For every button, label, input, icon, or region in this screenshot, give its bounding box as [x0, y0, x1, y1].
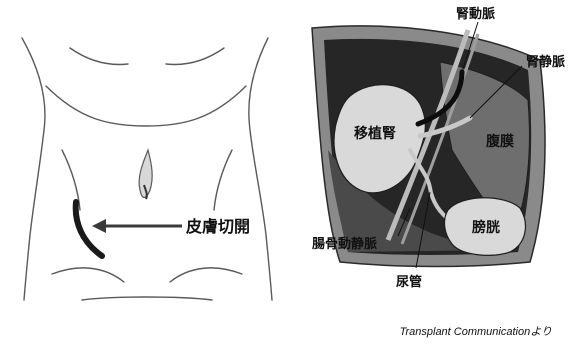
ureter-label: 尿管 — [396, 274, 422, 290]
groin-line-left — [52, 268, 124, 282]
torso-right-outline — [249, 38, 272, 300]
bladder-label: 膀胱 — [471, 219, 500, 236]
rib-arc — [46, 86, 246, 126]
torso-left-outline — [22, 38, 45, 300]
chest-line-right — [166, 48, 224, 64]
iliac-vessels-label: 腸骨動静脈 — [312, 236, 377, 252]
renal-vein-label: 腎静脈 — [526, 54, 565, 70]
source-credit: Transplant Communicationより — [400, 323, 552, 339]
incision-arrow — [92, 219, 182, 233]
chest-line-left — [70, 48, 128, 64]
lower-belly-line — [82, 297, 212, 300]
groin-line-right — [170, 268, 242, 282]
renal-artery-label: 腎動脈 — [456, 6, 495, 22]
peritoneum-label: 腹膜 — [486, 133, 514, 150]
abdomen-line-right — [214, 150, 232, 210]
transplanted-kidney-label: 移植腎 — [354, 125, 396, 142]
incision-label: 皮膚切開 — [185, 217, 250, 236]
